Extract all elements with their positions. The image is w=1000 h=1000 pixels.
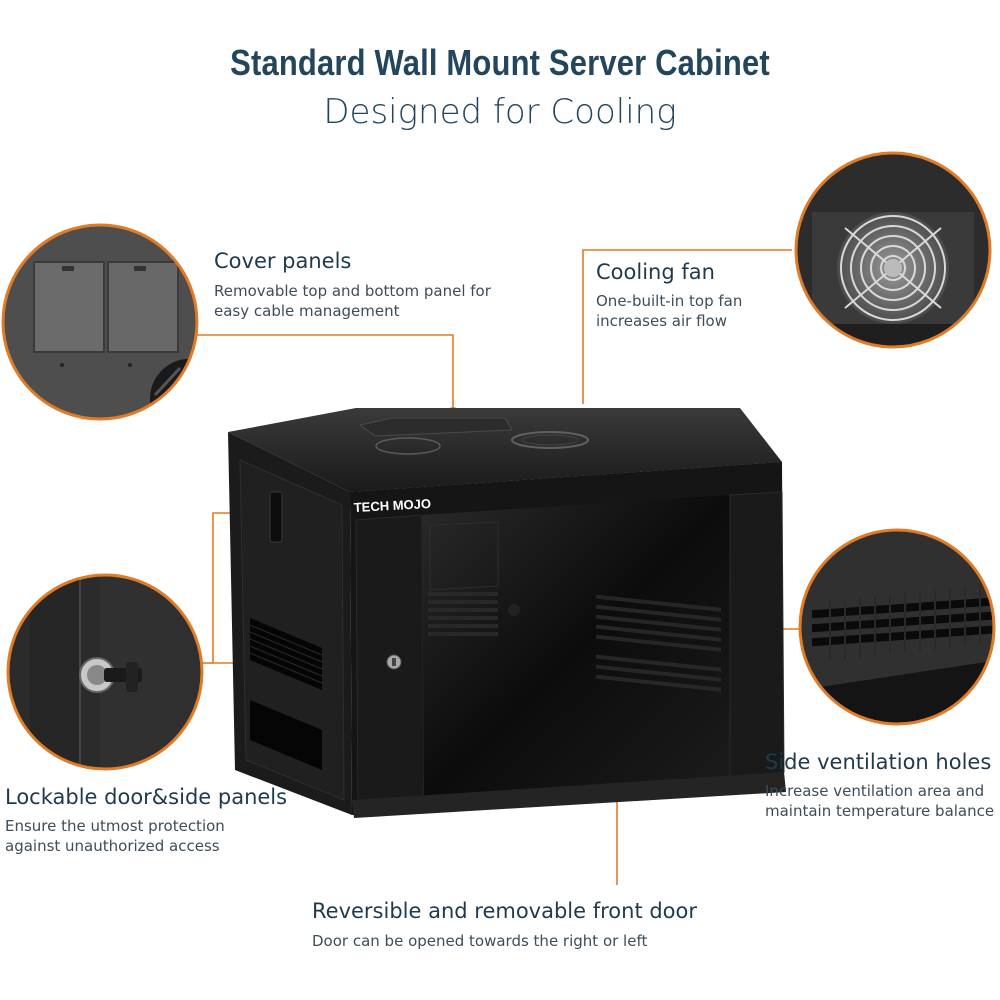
page-title: Standard Wall Mount Server Cabinet	[230, 42, 770, 83]
front-door-title: Reversible and removable front door	[312, 899, 698, 923]
lockable-desc-1: Ensure the utmost protection	[5, 817, 225, 835]
side-vent-title: Side ventilation holes	[765, 750, 992, 774]
cooling-fan-desc-2: increases air flow	[596, 312, 727, 330]
side-vent-desc-1: Increase ventilation area and	[765, 782, 985, 800]
detail-cover-panels	[1, 223, 199, 421]
front-door-desc: Door can be opened towards the right or …	[312, 932, 648, 950]
cover-panels-line	[196, 334, 454, 413]
server-cabinet	[228, 408, 786, 818]
cover-panels-desc-2: easy cable management	[214, 302, 400, 320]
lockable-title: Lockable door&side panels	[5, 785, 288, 809]
cover-panels-desc-1: Removable top and bottom panel for	[214, 282, 491, 300]
detail-cooling-fan	[794, 151, 992, 349]
cooling-fan-title: Cooling fan	[596, 260, 715, 284]
detail-side-vents	[798, 528, 996, 726]
brand-logo-text: TECH MOJO	[353, 496, 431, 515]
side-vent-desc-2: maintain temperature balance	[765, 802, 995, 820]
lockable-desc-2: against unauthorized access	[5, 837, 220, 855]
detail-lock	[6, 573, 204, 771]
brand-logo: TECH MOJO	[353, 496, 431, 515]
cover-panels-title: Cover panels	[214, 249, 352, 273]
cooling-fan-line	[582, 249, 792, 404]
cooling-fan-desc-1: One-built-in top fan	[596, 292, 743, 310]
page-subtitle: Designed for Cooling	[323, 92, 677, 132]
